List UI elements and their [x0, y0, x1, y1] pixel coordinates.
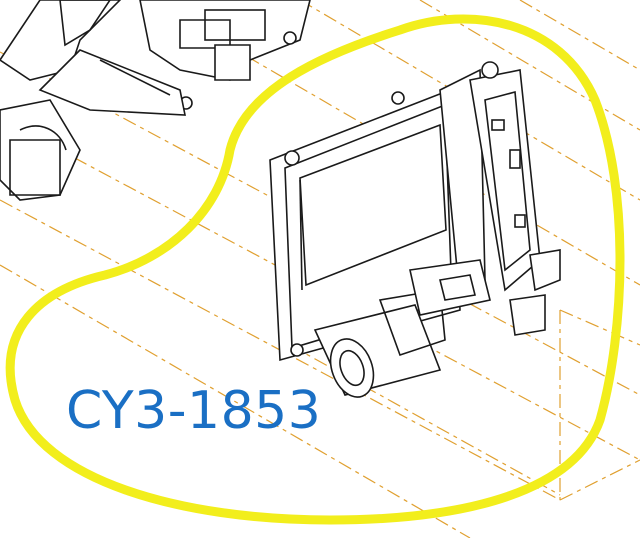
circuit-board [469, 61, 561, 336]
part-number-label: CY3-1853 [66, 381, 322, 441]
motor-unit [313, 259, 491, 398]
shutter-unit [269, 68, 486, 362]
highlight-circle [5, 14, 625, 525]
camera-body-assembly [0, 0, 311, 201]
